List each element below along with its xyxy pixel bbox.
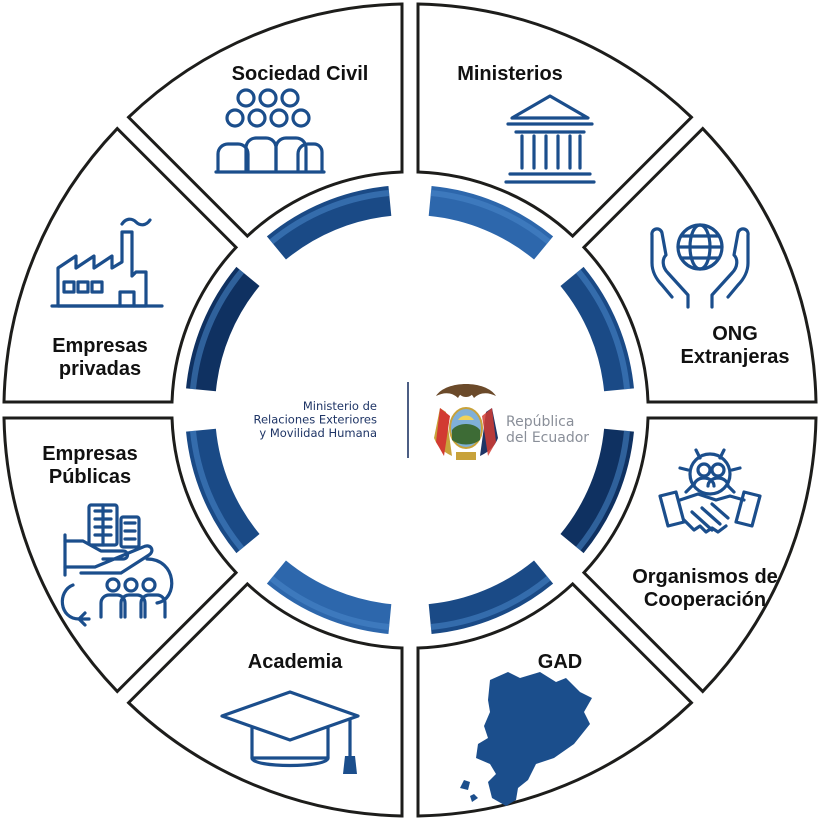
republica-line: del Ecuador [506, 430, 589, 446]
globe-in-hands-icon [650, 223, 750, 309]
ring-arc [266, 560, 392, 634]
people-group-icon [214, 88, 326, 174]
segment-label-gad: GAD [538, 651, 582, 673]
ring-arc-highlight [190, 269, 245, 390]
ring-arc-highlight [190, 430, 245, 551]
segment-empresas-privadas [2, 126, 239, 404]
ring-arc [428, 560, 554, 634]
ring-arc [186, 266, 260, 392]
handshake-gear-icon [658, 448, 762, 534]
segment-label-academia: Academia [248, 651, 343, 673]
ministry-name-line: y Movilidad Humana [259, 426, 377, 440]
public-company-icon [60, 503, 174, 627]
ring-arc [428, 186, 554, 260]
government-building-icon [504, 94, 596, 184]
ring-arc [560, 428, 634, 554]
segment-label-sociedad-civil: Sociedad Civil [232, 63, 369, 85]
ring-arc [186, 428, 260, 554]
ecuador-map-icon [460, 672, 592, 806]
ring-arc-highlight [269, 575, 390, 630]
ecuador-coat-of-arms-icon [434, 384, 498, 460]
ring-arc-highlight [575, 269, 630, 390]
republica-line: República [506, 414, 574, 430]
segment-label-ministerios: Ministerios [457, 63, 563, 85]
graduation-cap-icon [220, 690, 360, 774]
ring-arc [266, 186, 392, 260]
ring-arc [560, 266, 634, 392]
segment-ministerios [416, 2, 694, 239]
ministry-name-line: Ministerio de [303, 399, 377, 413]
ring-arc-highlight [430, 190, 551, 245]
ring-arc-highlight [575, 430, 630, 551]
ring-arc-highlight [269, 190, 390, 245]
factory-icon [50, 217, 164, 308]
ministry-name-line: Relaciones Exteriores [253, 413, 377, 427]
segment-empresas-publicas [2, 416, 239, 694]
segment-organismos [581, 416, 818, 694]
ring-arc-highlight [430, 575, 551, 630]
segment-ong [581, 126, 818, 404]
